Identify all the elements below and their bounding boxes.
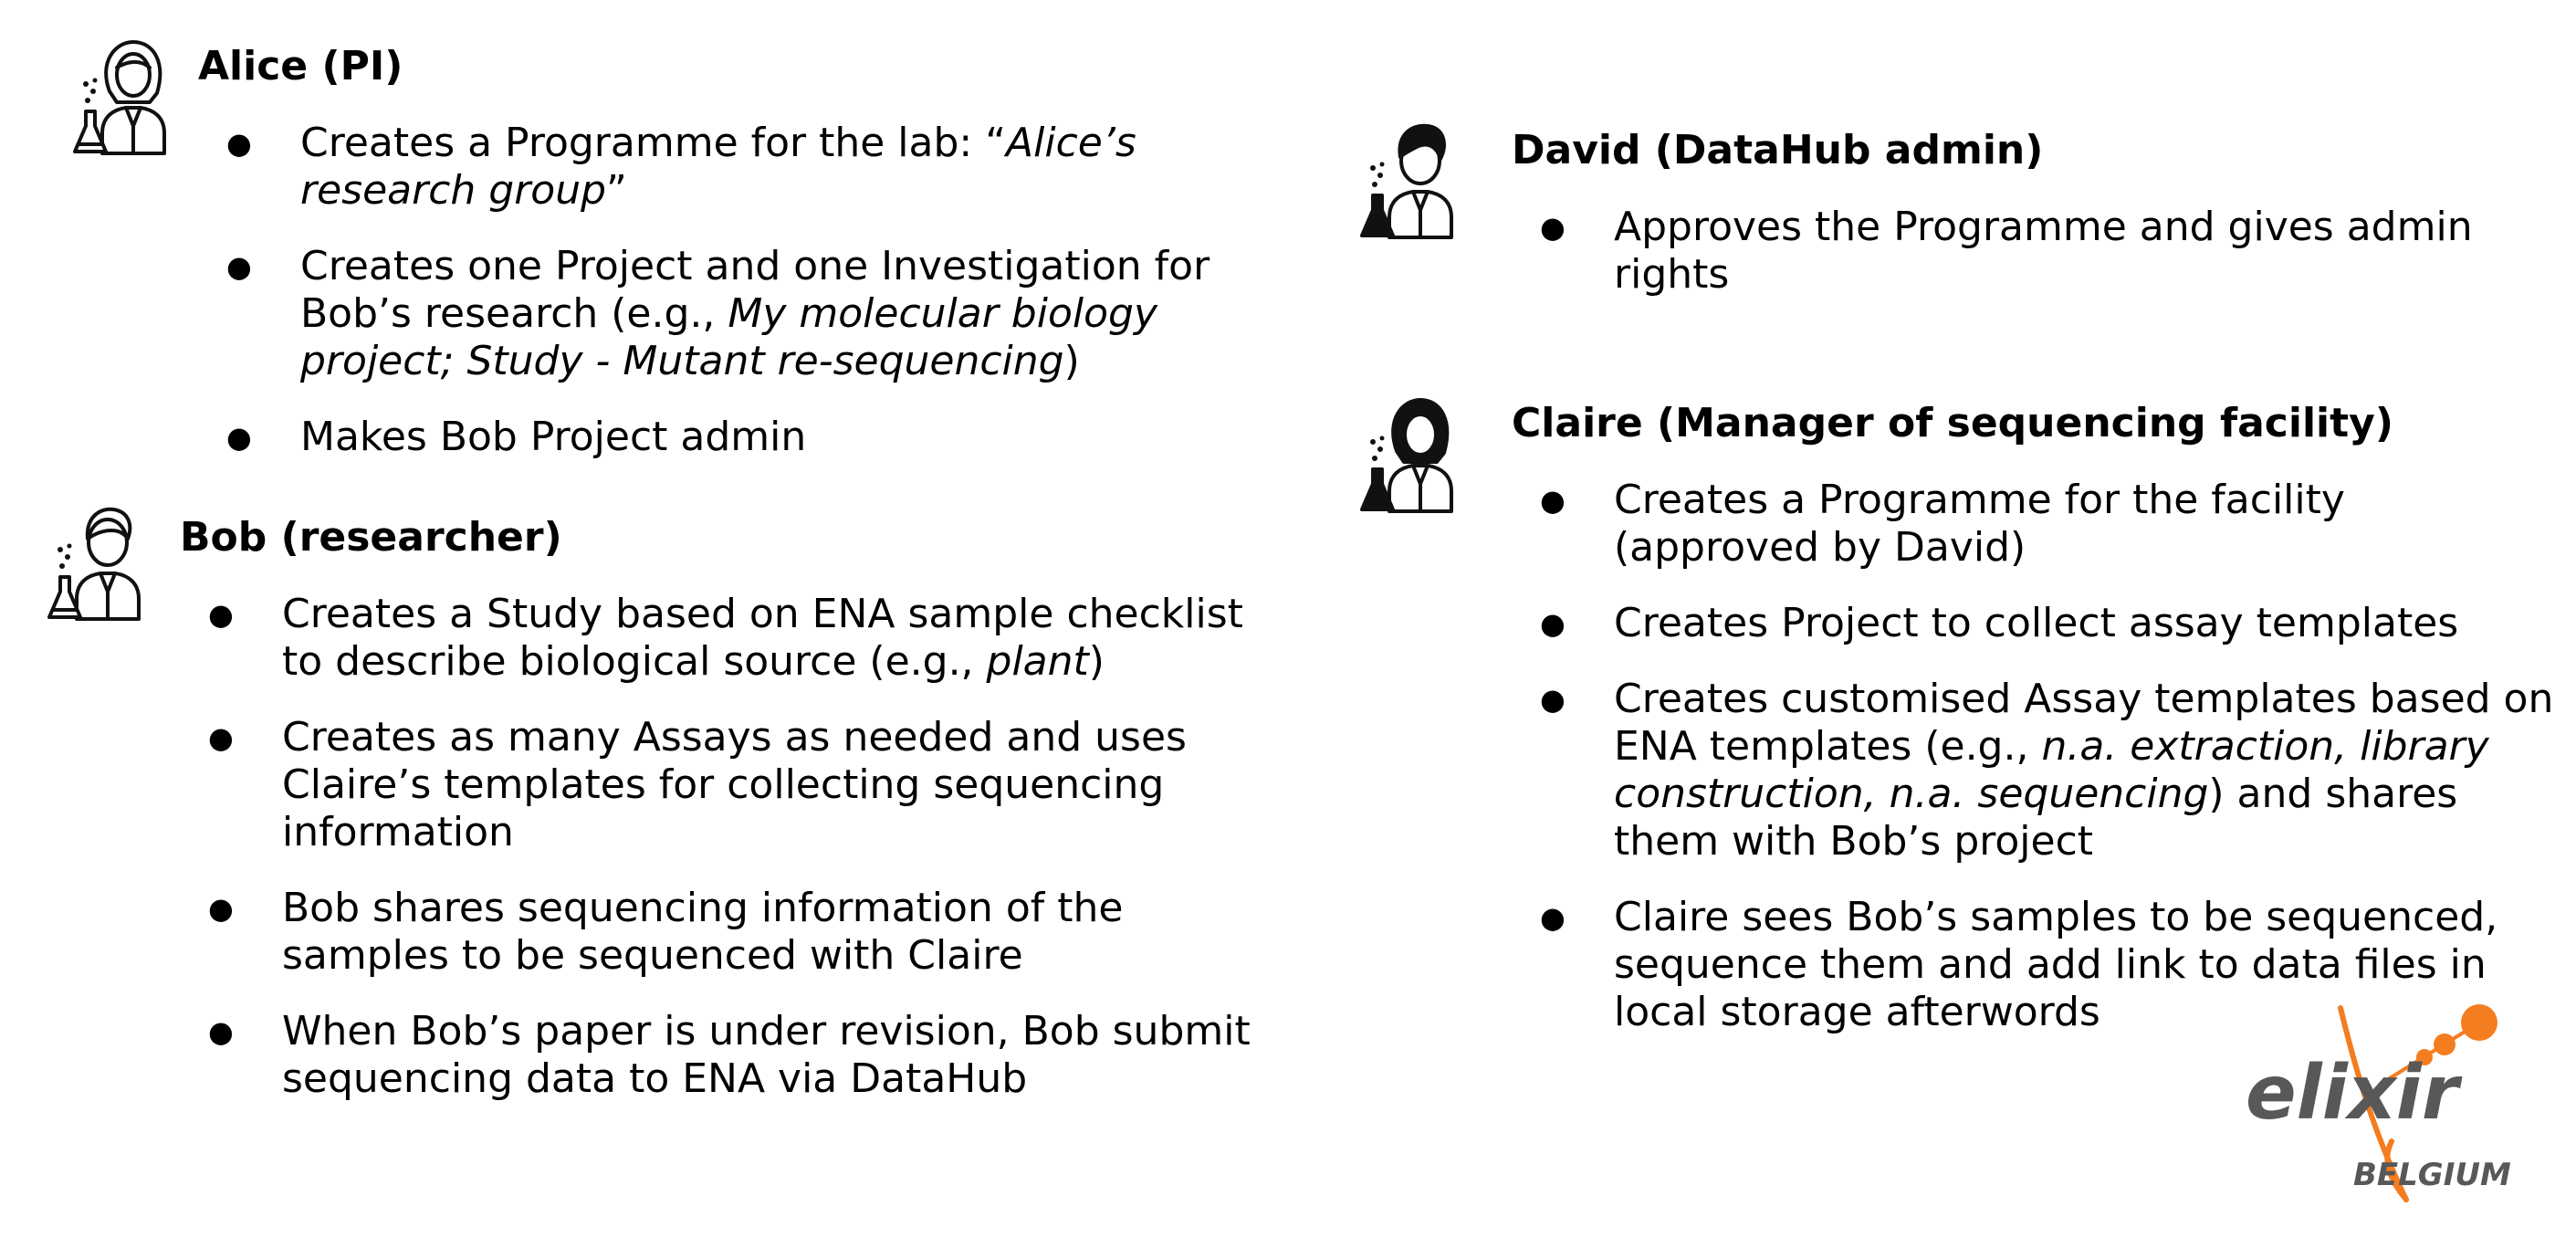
alice-task-1: Creates a Programme for the lab: “Alice’…: [226, 120, 1257, 215]
claire-task-list: Creates a Programme for the facility (ap…: [1540, 477, 2561, 1036]
alice-task-2: Creates one Project and one Investigatio…: [226, 243, 1257, 385]
claire-section: Claire (Manager of sequencing facility) …: [1512, 399, 2561, 1036]
bob-section: Bob (researcher) Creates a Study based o…: [180, 513, 1257, 1103]
alice-name: Alice (PI): [198, 43, 403, 89]
david-section: David (DataHub admin) Approves the Progr…: [1512, 126, 2543, 299]
claire-name: Claire (Manager of sequencing facility): [1512, 400, 2393, 446]
claire-task-4: Claire sees Bob’s samples to be sequence…: [1540, 894, 2561, 1036]
alice-section: Alice (PI) Creates a Programme for the l…: [198, 42, 1257, 461]
logo-word: elixir: [2246, 1050, 2463, 1137]
alice-task-list: Creates a Programme for the lab: “Alice’…: [226, 120, 1257, 461]
bob-task-2: Creates as many Assays as needed and use…: [208, 714, 1257, 856]
bob-task-list: Creates a Study based on ENA sample chec…: [208, 591, 1257, 1103]
claire-task-3: Creates customised Assay templates based…: [1540, 676, 2561, 866]
david-task-list: Approves the Programme and gives admin r…: [1540, 204, 2543, 299]
alice-avatar-icon: [62, 35, 181, 163]
elixir-belgium-logo: elixir BELGIUM: [2246, 995, 2547, 1205]
bob-avatar-icon: [37, 500, 155, 628]
claire-task-1: Creates a Programme for the facility (ap…: [1540, 477, 2561, 572]
david-avatar-icon: [1349, 119, 1468, 247]
bob-task-1: Creates a Study based on ENA sample chec…: [208, 591, 1257, 686]
bob-task-3: Bob shares sequencing information of the…: [208, 885, 1257, 980]
claire-avatar-icon: [1349, 393, 1468, 520]
bob-name: Bob (researcher): [180, 514, 562, 561]
david-task-1: Approves the Programme and gives admin r…: [1540, 204, 2543, 299]
claire-task-2: Creates Project to collect assay templat…: [1540, 600, 2561, 647]
bob-task-4: When Bob’s paper is under revision, Bob …: [208, 1008, 1257, 1103]
david-name: David (DataHub admin): [1512, 127, 2044, 173]
logo-subtitle: BELGIUM: [2353, 1157, 2511, 1193]
alice-task-3: Makes Bob Project admin: [226, 414, 1257, 461]
